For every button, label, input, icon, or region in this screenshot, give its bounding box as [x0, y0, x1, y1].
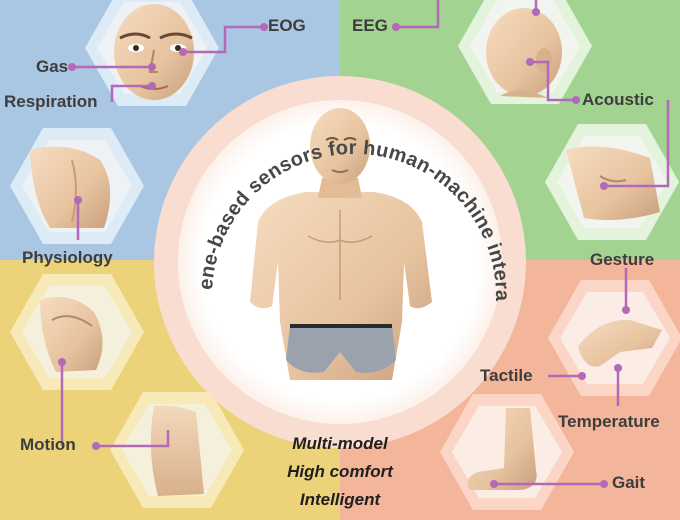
- hex-neck: [545, 124, 679, 240]
- label-temperature: Temperature: [558, 412, 660, 431]
- connector-respiration: [110, 84, 152, 102]
- label-eog: EOG: [268, 16, 306, 35]
- hex-knee: [110, 392, 244, 508]
- hex-back: [10, 128, 144, 244]
- figure-shorts: [286, 326, 396, 373]
- label-gait: Gait: [612, 473, 646, 492]
- label-eeg: EEG: [352, 16, 388, 35]
- connector-eeg: [396, 0, 440, 29]
- label-acoustic: Acoustic: [582, 90, 654, 109]
- human-figure: [250, 108, 432, 380]
- label-tactile: Tactile: [480, 366, 533, 385]
- label-gas: Gas: [36, 57, 69, 76]
- hex-hand: [548, 280, 680, 396]
- label-physiology: Physiology: [22, 248, 113, 267]
- label-gesture: Gesture: [590, 250, 655, 269]
- label-respiration: Respiration: [4, 92, 98, 111]
- connector-acoustic-neck: [604, 100, 670, 188]
- tagline-intelligent: Intelligent: [299, 490, 381, 509]
- connector-eog: [183, 25, 264, 54]
- hex-head: [458, 0, 592, 104]
- connector-motion: [96, 430, 170, 448]
- connector-dots: [58, 8, 630, 488]
- hex-foot: [440, 394, 574, 510]
- hex-frames: [10, 0, 680, 510]
- hex-face: [85, 0, 219, 106]
- tagline-multi-model: Multi-model: [292, 434, 388, 453]
- tagline-high-comfort: High comfort: [287, 462, 393, 481]
- label-motion: Motion: [20, 435, 76, 454]
- connector-acoustic: [530, 60, 576, 102]
- connector-lines: [60, 0, 670, 486]
- hex-arm: [10, 274, 144, 390]
